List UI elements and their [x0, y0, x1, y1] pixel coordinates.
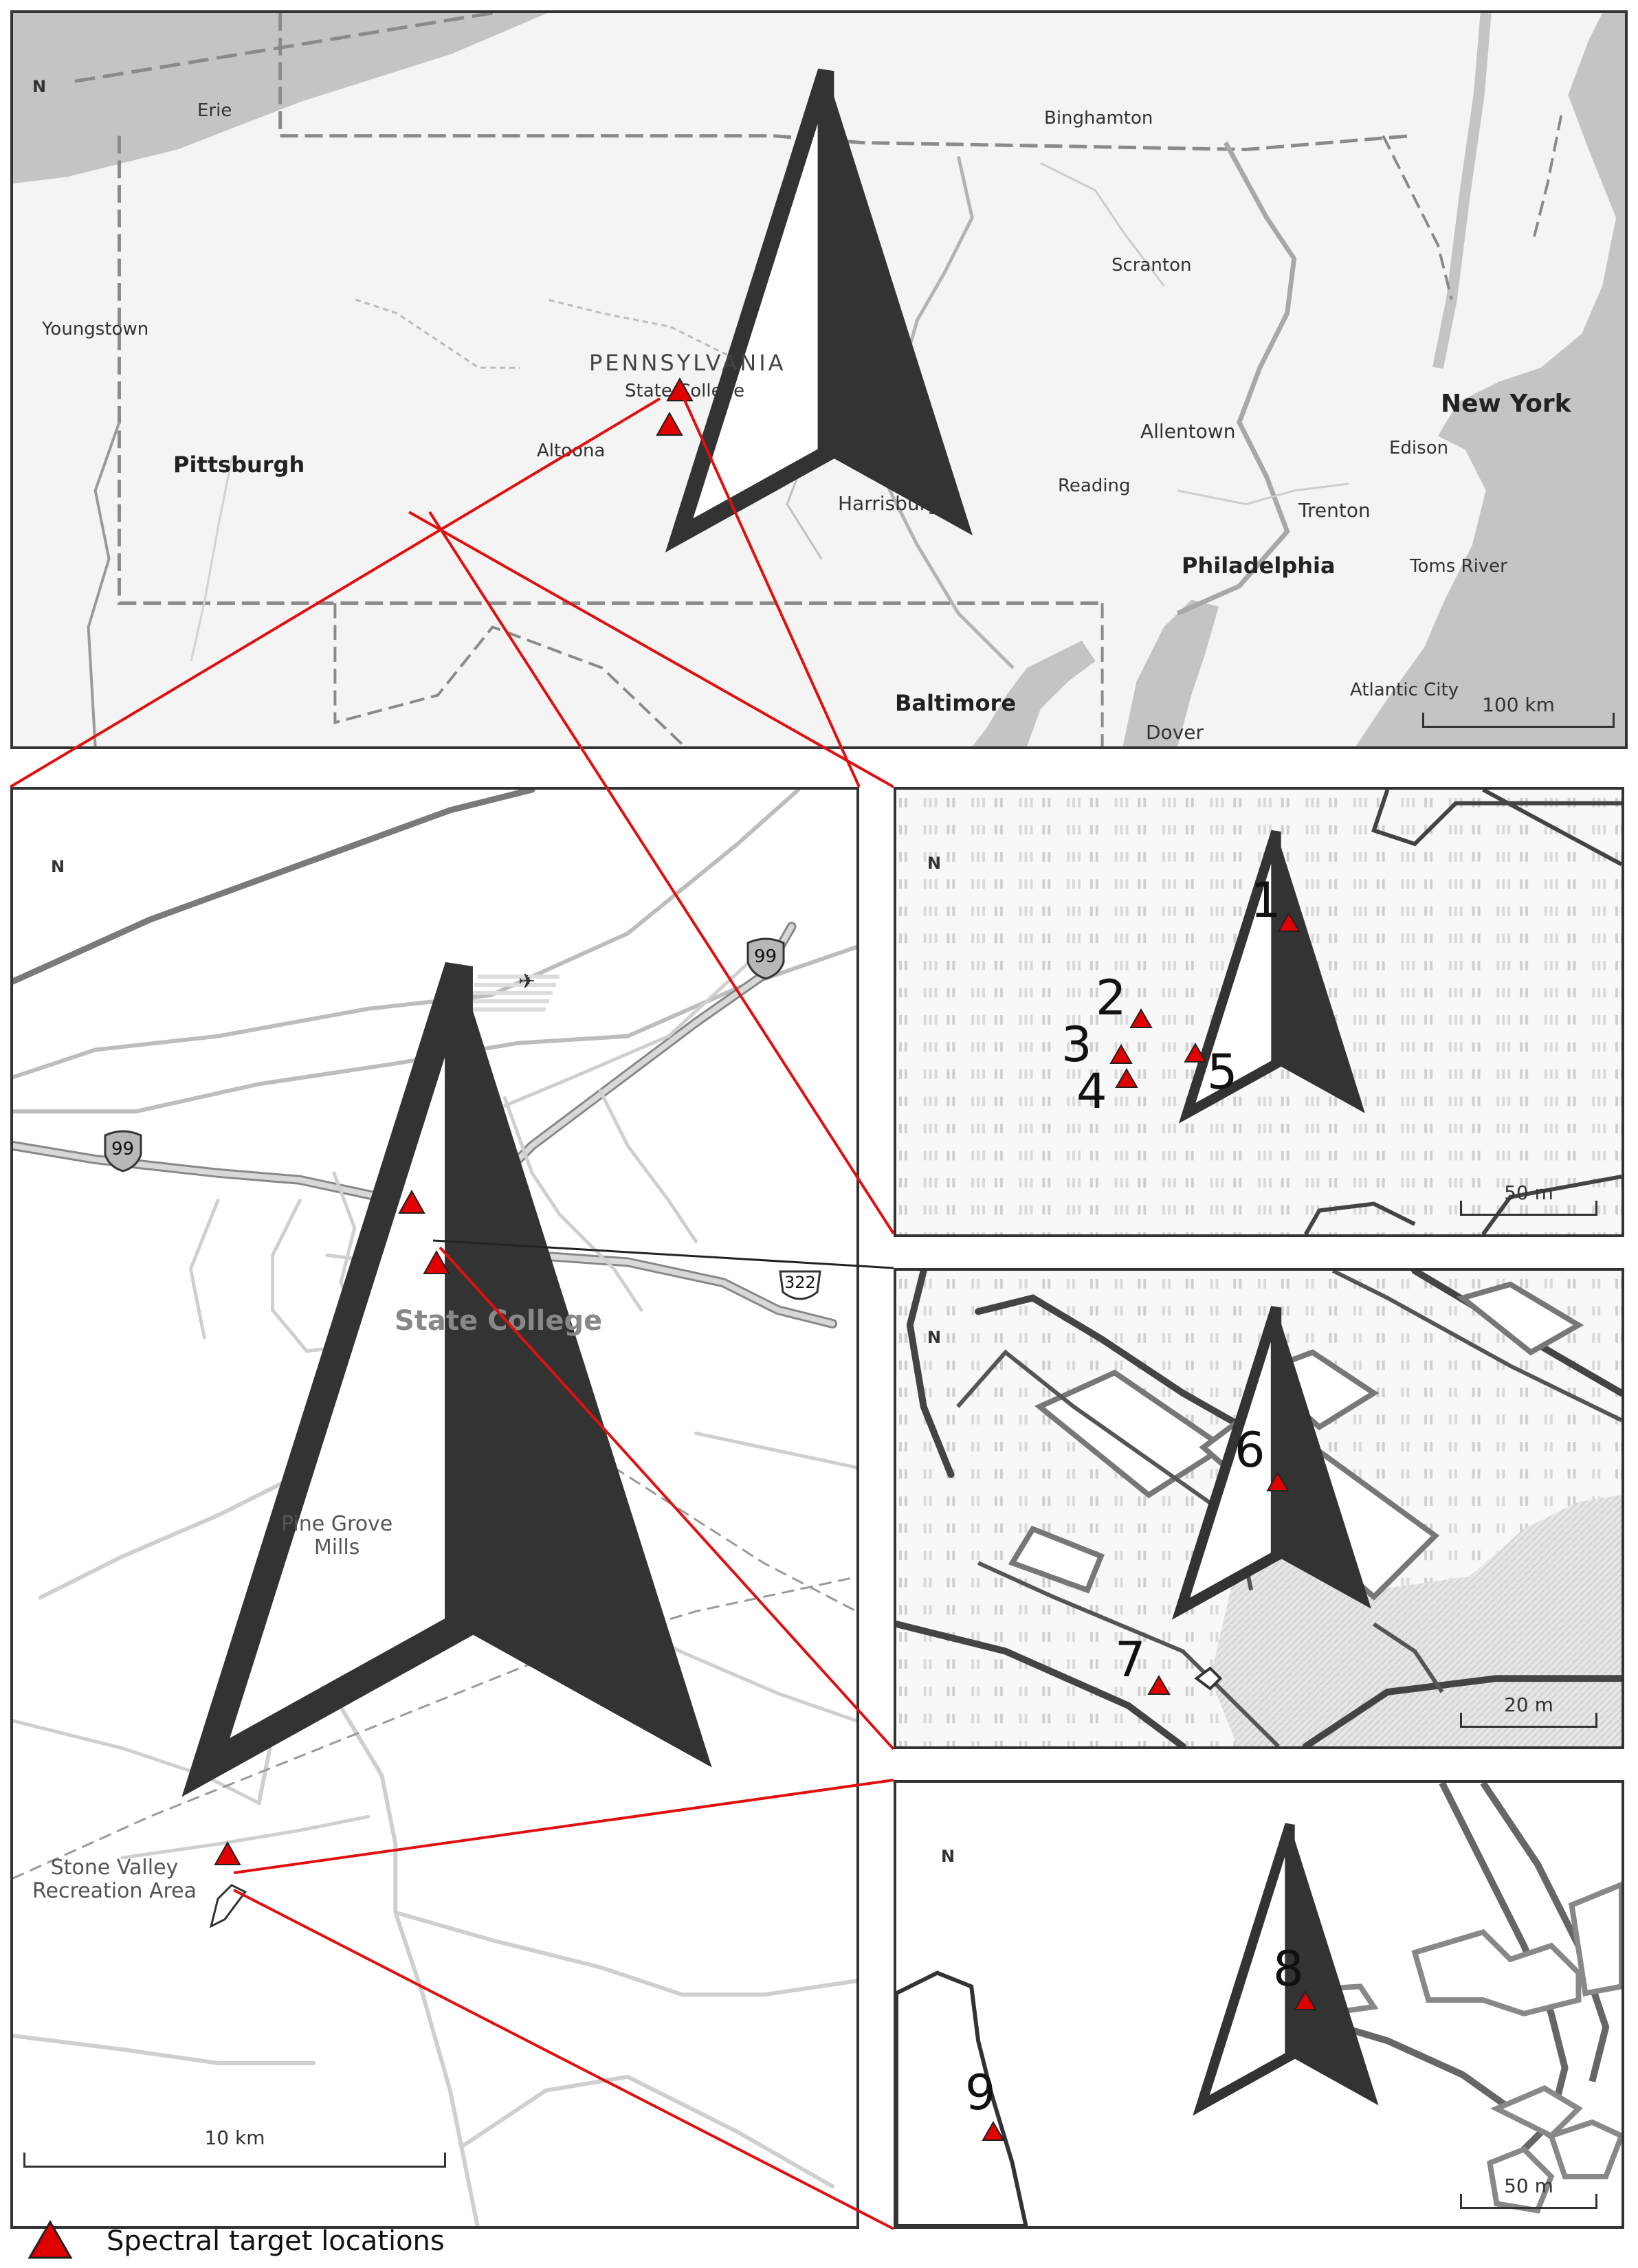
place-pennsylvania: PENNSYLVANIA: [589, 350, 786, 376]
place-youngstown: Youngstown: [42, 319, 149, 340]
place-harrisburg: Harrisburg: [838, 492, 940, 515]
north-label: N: [51, 857, 65, 876]
target-marker-icon: [398, 1190, 425, 1214]
place-edison: Edison: [1389, 438, 1449, 458]
north-label: N: [32, 77, 47, 96]
scale-bar-100km: 100 km: [1422, 693, 1615, 728]
north-arrow-icon: [665, 68, 973, 553]
place-dover: Dover: [1146, 721, 1204, 744]
target-marker-icon: [982, 2121, 1005, 2141]
inset-map-3: N 8 9 50 m: [894, 1780, 1624, 2229]
target-marker-icon: [214, 1841, 241, 1865]
place-baltimore: Baltimore: [895, 690, 1017, 716]
place-toms-river: Toms River: [1410, 556, 1507, 577]
target-marker-icon: [656, 412, 683, 436]
target-marker-icon: [423, 1250, 450, 1274]
target-marker-icon: [1109, 1044, 1133, 1064]
scale-label: 100 km: [1482, 693, 1555, 716]
target-marker-icon: [1147, 1675, 1171, 1695]
target-marker-icon: [27, 2220, 73, 2259]
legend-label: Spectral target locations: [107, 2225, 445, 2257]
target-label-7: 7: [1115, 1632, 1146, 1688]
target-label-2: 2: [1096, 970, 1127, 1026]
place-stone-valley: Stone Valley Recreation Area: [32, 1856, 197, 1903]
north-label: N: [927, 1328, 942, 1347]
campus-map-graphics: [896, 1271, 1622, 1746]
target-label-8: 8: [1273, 1941, 1304, 1997]
place-new-york: New York: [1441, 390, 1571, 418]
place-trenton: Trenton: [1298, 499, 1371, 522]
target-label-1: 1: [1250, 872, 1281, 929]
north-arrow-icon: [181, 961, 712, 1797]
target-marker-icon: [1294, 1990, 1317, 2010]
target-marker-icon: [1184, 1043, 1207, 1063]
scale-label: 50 m: [1504, 2175, 1553, 2197]
target-label-5: 5: [1207, 1044, 1238, 1100]
place-state-college: State College: [395, 1305, 603, 1337]
overview-map: N Erie Binghamton Youngstown Scranton PE…: [10, 10, 1628, 749]
place-reading: Reading: [1058, 476, 1131, 496]
scale-label: 50 m: [1504, 1181, 1553, 1204]
target-marker-icon: [666, 377, 694, 401]
target-marker-icon: [1115, 1068, 1138, 1088]
place-binghamton: Binghamton: [1044, 108, 1153, 129]
place-pine-grove-mills: Pine Grove Mills: [281, 1512, 393, 1559]
place-philadelphia: Philadelphia: [1182, 553, 1336, 579]
place-erie: Erie: [197, 100, 232, 121]
place-allentown: Allentown: [1140, 420, 1236, 443]
inset-map-1: N 1 2 3 4 5 50 m: [894, 787, 1624, 1237]
scale-bar-10km: 10 km: [23, 2126, 446, 2168]
highway-99-label: 99: [111, 1139, 135, 1159]
north-label: N: [941, 1847, 955, 1866]
target-label-3: 3: [1061, 1016, 1092, 1073]
target-label-6: 6: [1235, 1422, 1265, 1478]
north-arrow-icon: [1178, 830, 1365, 1124]
place-atlantic-city: Atlantic City: [1350, 680, 1459, 700]
target-label-9: 9: [965, 2065, 996, 2121]
parking-pattern: [896, 790, 1622, 1234]
highway-99-label: 99: [754, 946, 777, 967]
target-marker-icon: [1129, 1008, 1153, 1028]
interstate-shield-icon: [104, 1130, 142, 1172]
place-pittsburgh: Pittsburgh: [173, 452, 305, 478]
target-marker-icon: [1266, 1471, 1290, 1491]
north-arrow-icon: [1193, 1823, 1379, 2116]
regional-map: ✈ N 99 99 322 State College Pine Grove M…: [10, 787, 859, 2229]
place-scranton: Scranton: [1111, 255, 1192, 276]
place-altoona: Altoona: [537, 441, 606, 461]
scale-bar-20m: 20 m: [1460, 1693, 1597, 1728]
north-label: N: [927, 854, 942, 873]
scale-bar-50m: 50 m: [1460, 2175, 1597, 2209]
inset-map-2: N 6 7 20 m: [894, 1268, 1624, 1749]
scale-label: 20 m: [1504, 1693, 1553, 1716]
north-arrow-icon: [1171, 1306, 1371, 1620]
scale-label: 10 km: [204, 2126, 265, 2149]
scale-bar-50m: 50 m: [1460, 1181, 1597, 1216]
target-marker-icon: [1277, 912, 1301, 932]
route-322-label: 322: [784, 1273, 816, 1292]
target-label-4: 4: [1076, 1063, 1107, 1120]
